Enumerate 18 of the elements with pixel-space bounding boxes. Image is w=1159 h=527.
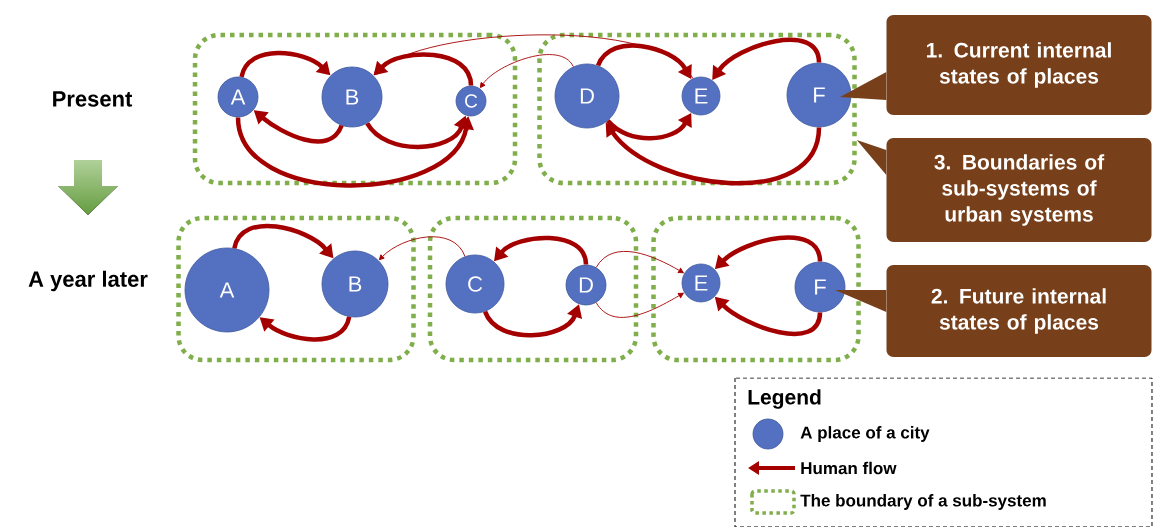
- callout-box: 2. Future internal states of places: [886, 265, 1152, 357]
- flow-arrow: [479, 54, 574, 88]
- callout-pointer: [835, 290, 887, 312]
- flow-arrow: [494, 235, 589, 265]
- legend-title: Legend: [748, 389, 821, 409]
- callout-box: 3. Boundaries of sub-systems of urban systems: [886, 138, 1152, 242]
- row-label: A year later: [28, 270, 148, 292]
- callout-pointer: [856, 140, 887, 175]
- flow-arrow: [595, 251, 684, 274]
- legend-text: Human flow: [801, 461, 897, 475]
- callout-pointer: [840, 72, 887, 100]
- row-label: Present: [53, 91, 133, 107]
- flow-arrow: [373, 34, 694, 79]
- flow-arrow: [595, 292, 684, 318]
- legend-text: The boundary of a sub-system: [800, 494, 1046, 510]
- flow-arrow: [378, 236, 466, 261]
- legend-text: A place of a city: [800, 426, 930, 442]
- callout-box: 1. Current internal states of places: [886, 15, 1152, 115]
